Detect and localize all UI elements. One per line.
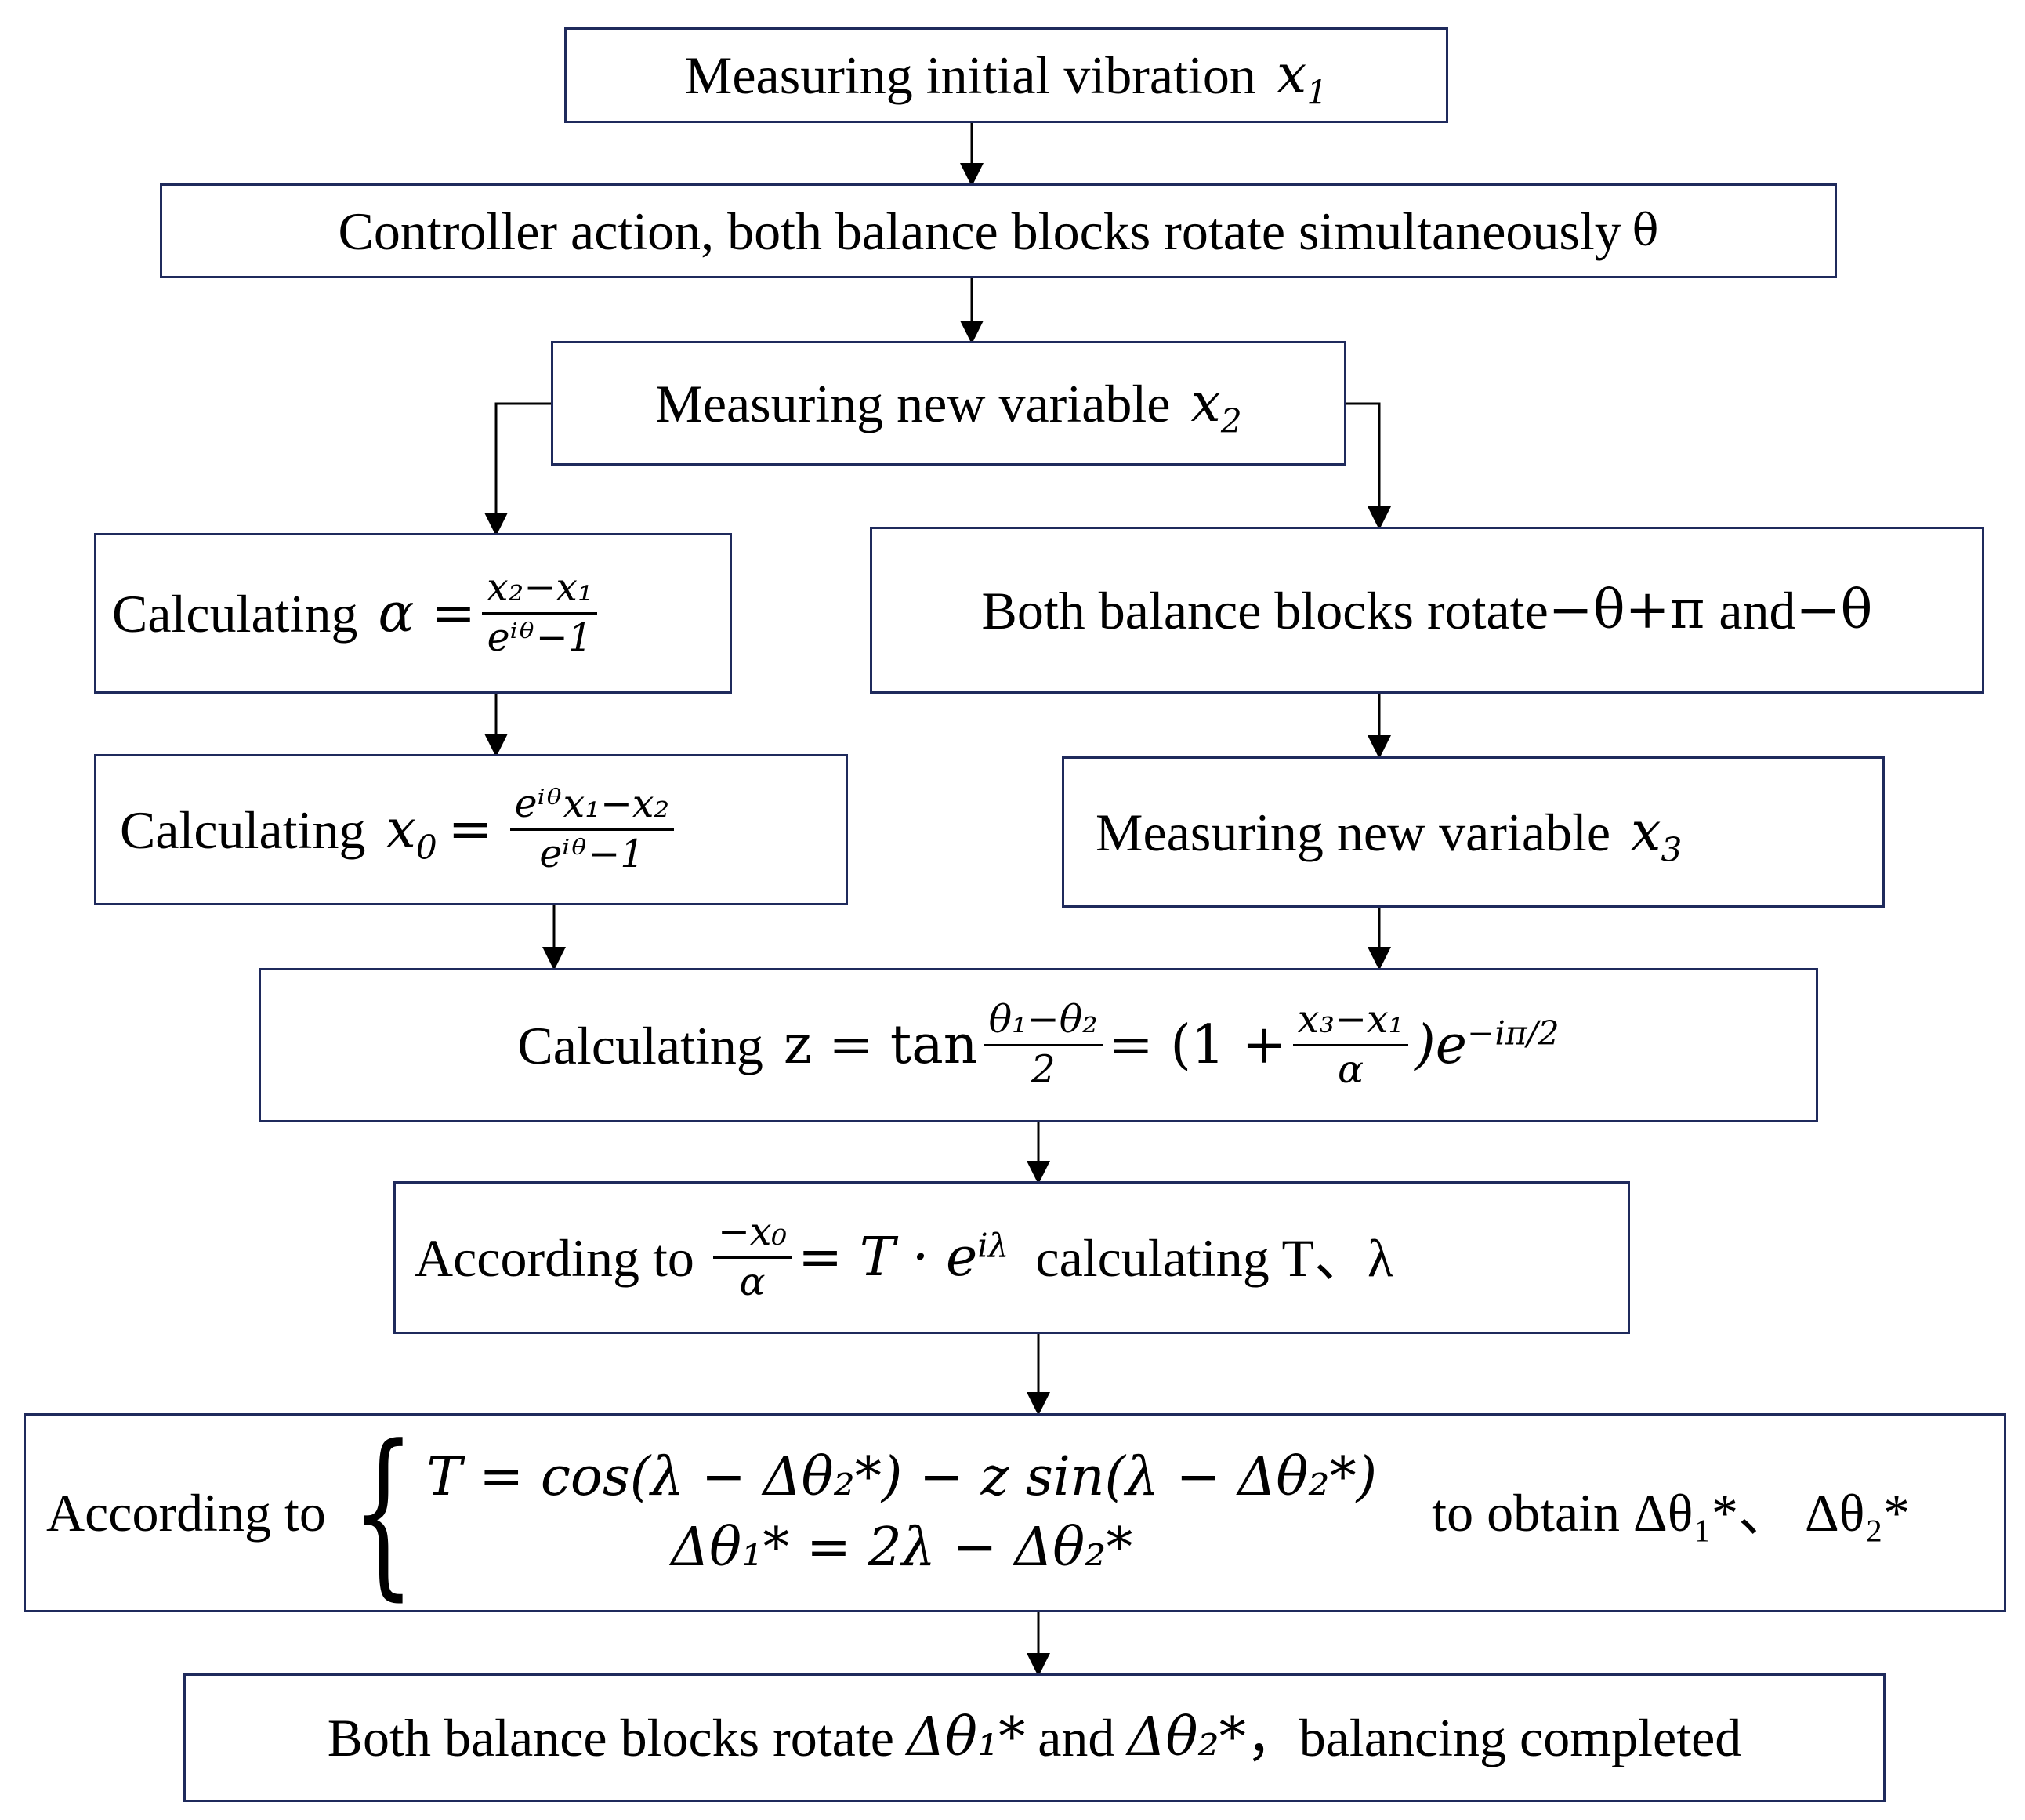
alpha-denominator: eⁱᶿ−1 [487,615,592,660]
var-x3: x3 [1631,800,1683,869]
box-calc-x0: Calculating x0 = eⁱᶿx₁−x₂ eⁱᶿ−1 [94,754,848,905]
and-word: and [1038,1708,1115,1767]
z-angle-denominator: 2 [1031,1047,1056,1092]
T-denominator: α [739,1260,766,1304]
box-measure-initial-vibration: Measuring initial vibration x1 [564,27,1448,123]
x0-lhs: x0 [386,798,437,867]
T-fraction: −x₀ α [712,1213,792,1304]
z-angle-numerator: θ₁−θ₂ [984,1000,1103,1046]
angle-neg-theta: −θ [1795,578,1873,641]
angle-neg-theta-plus-pi: −θ+π [1548,578,1705,641]
x0-numerator: eⁱᶿx₁−x₂ [509,785,675,831]
box-label: Measuring new variable [655,373,1171,433]
final-tail: ，balancing completed [1245,1708,1742,1767]
alpha-numerator: x₂−x₁ [482,568,598,615]
box-solve-system: According to { T = cos(λ − Δθ₂*) − z sin… [24,1413,2006,1612]
equation-system: { T = cos(λ − Δθ₂*) − z sin(λ − Δθ₂*) Δθ… [326,1423,1377,1603]
z-ratio-numerator: x₃−x₁ [1292,1000,1409,1046]
box-calc-alpha: Calculating α = x₂−x₁ eⁱᶿ−1 [94,533,732,694]
z-exponential: )e−iπ/2 [1415,1013,1560,1076]
box-rotate-theta: Both balance blocks rotate −θ+π and −θ [870,527,1984,694]
system-tail: to obtain Δθ₁*、 Δθ₂* [1432,1483,1911,1543]
box-label: According to [415,1227,694,1288]
box-label: Measuring initial vibration [684,45,1256,105]
box-label: Calculating [120,799,366,860]
arrow-x2-to-rotate [1346,402,1391,530]
T-numerator: −x₀ [712,1213,792,1259]
box-label: Measuring new variable [1096,802,1611,862]
box-label: Both balance blocks rotate [327,1708,894,1767]
alpha-lhs: α = [378,582,476,644]
box-measure-x3: Measuring new variable x3 [1062,756,1885,908]
box-label: According to [46,1483,326,1543]
T-tail: calculating T、λ [1035,1227,1393,1288]
box-controller-action: Controller action, both balance blocks r… [160,183,1837,278]
final-angle-2: Δθ₂* [1127,1706,1246,1768]
box-label: Calculating [112,583,358,644]
T-rhs: = T · eiλ [798,1225,1009,1289]
z-angle-fraction: θ₁−θ₂ 2 [984,1000,1103,1092]
box-calc-T-lambda: According to −x₀ α = T · eiλ calculating… [393,1181,1630,1334]
alpha-fraction: x₂−x₁ eⁱᶿ−1 [482,568,598,660]
box-measure-x2: Measuring new variable x2 [551,341,1346,466]
system-equation-1: T = cos(λ − Δθ₂*) − z sin(λ − Δθ₂*) [426,1446,1378,1508]
var-x2: x2 [1190,372,1242,440]
z-lhs: z = tan [783,1013,978,1076]
box-balancing-completed: Both balance blocks rotate Δθ₁* and Δθ₂*… [183,1673,1886,1802]
x0-denominator: eⁱᶿ−1 [539,832,645,876]
box-label: Controller action, both balance blocks r… [338,201,1621,261]
theta-symbol: θ [1632,205,1659,256]
box-label: Both balance blocks rotate [981,580,1549,640]
box-label: Calculating [517,1015,763,1075]
z-middle: = (1 + [1108,1013,1287,1076]
left-brace-icon: { [351,1408,415,1617]
z-ratio-fraction: x₃−x₁ α [1292,1000,1409,1092]
x0-fraction: eⁱᶿx₁−x₂ eⁱᶿ−1 [509,785,675,876]
z-ratio-denominator: α [1337,1047,1364,1092]
box-calc-z: Calculating z = tan θ₁−θ₂ 2 = (1 + x₃−x₁… [259,968,1818,1122]
arrow-x2-to-alpha [484,402,551,536]
equals-sign: = [447,798,493,861]
var-x1: x1 [1276,44,1328,112]
system-equation-2: Δθ₁* = 2λ − Δθ₂* [671,1517,1133,1579]
and-word: and [1719,580,1796,640]
final-angle-1: Δθ₁* [906,1706,1026,1768]
